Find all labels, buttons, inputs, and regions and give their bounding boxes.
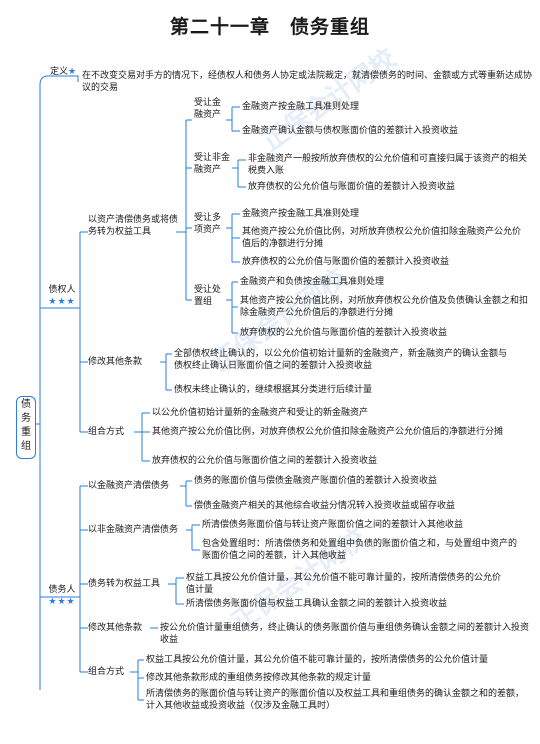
list-item: 放弃债权的公允价值与账面价值的差额计入投资收益 (248, 182, 456, 192)
list-item: 偿债金融资产相关的其他综合收益分情况转入投资收益或留存收益 (194, 501, 456, 511)
sub-disposal-group: 受让处置组 (194, 285, 222, 307)
list-item: 全部债权终止确认的，以公允价值初始计量新的金融资产，新金融资产的确认金额与债权终… (174, 349, 508, 371)
creditor-branch-3: 组合方式 (88, 427, 125, 437)
star-icon: ★★★ (48, 297, 76, 307)
root-trunk (34, 75, 49, 690)
page-title: 第二十一章 债务重组 (169, 16, 370, 38)
list-item: 金融资产确认金额与债权账面价值的差额计入投资收益 (242, 126, 459, 136)
sub-nonfinancial-asset: 受让非金融资产 (194, 153, 231, 175)
debtor-branch-5: 组合方式 (88, 667, 125, 677)
list-item: 所清偿债务的账面价值与转让资产的账面价值以及权益工具和重组债务的确认金额之和的差… (146, 689, 525, 711)
list-item: 债务的账面价值与偿债金融资产账面价值的差额计入投资收益 (194, 476, 438, 486)
list-item: 其他资产按公允价值比例，对所放弃债权公允价值及负债确认金额之和扣除金融资产公允价… (240, 296, 529, 318)
debtor-branch-4: 修改其他条款 (88, 623, 143, 633)
creditor-label: 债权人 ★★★ (44, 284, 80, 308)
creditor-branch-1: 以资产清偿债务或将债务转为权益工具 (88, 215, 179, 237)
debtor-branch-3: 债务转为权益工具 (88, 579, 161, 589)
debtor-branch-2: 以非金融资产清偿债务 (88, 525, 179, 535)
root-node: 债务重组 (16, 396, 36, 459)
list-item: 金融资产按金融工具准则处理 (242, 209, 360, 219)
list-item: 所清偿债务账面价值与转让资产账面价值之间的差额计入其他收益 (202, 520, 464, 530)
list-item: 按公允价值计量重组债务，终止确认的债务账面价值与重组债务确认金额之间的差额计入投… (160, 623, 530, 645)
list-item: 权益工具按公允价值计量，其公允价值不能可靠计量的，按所清偿债务的公允价值计量 (186, 573, 502, 595)
definition-label: 定义★ (50, 67, 78, 77)
definition-text: 在不改变交易对手方的情况下，经债权人和债务人协定或法院裁定，就清偿债务的时间、金… (82, 71, 533, 93)
star-icon: ★★★ (48, 597, 76, 607)
debtor-trunk (46, 485, 88, 673)
star-icon: ★ (68, 67, 78, 77)
list-item: 放弃债权的公允价值与账面价值的差额计入投资收益 (242, 257, 450, 267)
debtor-label: 债务人 ★★★ (44, 584, 80, 608)
list-item: 包含处置组时：所清偿债务和处置组中负债的账面价值之和，与处置组中资产的账面价值之… (202, 539, 518, 561)
list-item: 放弃债权的公允价值与账面价值的差额计入投资收益 (240, 328, 448, 338)
list-item: 放弃债权的公允价值与账面价值之间的差额计入投资收益 (152, 456, 378, 466)
creditor-trunk (46, 231, 88, 433)
list-item: 其他资产按公允价值比例，对放弃债权公允价值扣除金融资产公允价值后的净额进行分摊 (152, 427, 504, 437)
list-item: 权益工具按公允价值计量，其公允价值不能可靠计量的，按所清偿债务的公允价值计量 (146, 655, 489, 665)
list-item: 非金融资产一般按所放弃债权的公允价值和可直接归属于该资产的相关税费入账 (248, 154, 528, 176)
list-item: 金融资产和负债按金融工具准则处理 (240, 277, 385, 287)
sub-multiple-assets: 受让多项资产 (194, 213, 222, 235)
list-item: 以公允价值初始计量新的金融资产和受让的新金融资产 (152, 408, 369, 418)
list-item: 金融资产按金融工具准则处理 (242, 102, 360, 112)
creditor-branch1-lines (176, 119, 192, 301)
list-item: 其他资产按公允价值比例，对所放弃债权公允价值扣除金融资产公允价值后的净额进行分摊 (242, 227, 522, 249)
sub-financial-asset: 受让金融资产 (194, 98, 222, 120)
definition-line (46, 75, 79, 82)
list-item: 债权未终止确认的，继续根据其分类进行后续计量 (174, 385, 373, 395)
debtor-branch-1: 以金融资产清偿债务 (88, 481, 170, 491)
creditor-branch-2: 修改其他条款 (88, 357, 143, 367)
list-item: 所清偿债务账面价值与权益工具确认金额之间的差额计入投资收益 (186, 599, 448, 609)
list-item: 修改其他条款形成的重组债务按修改其他条款的规定计量 (146, 673, 372, 683)
